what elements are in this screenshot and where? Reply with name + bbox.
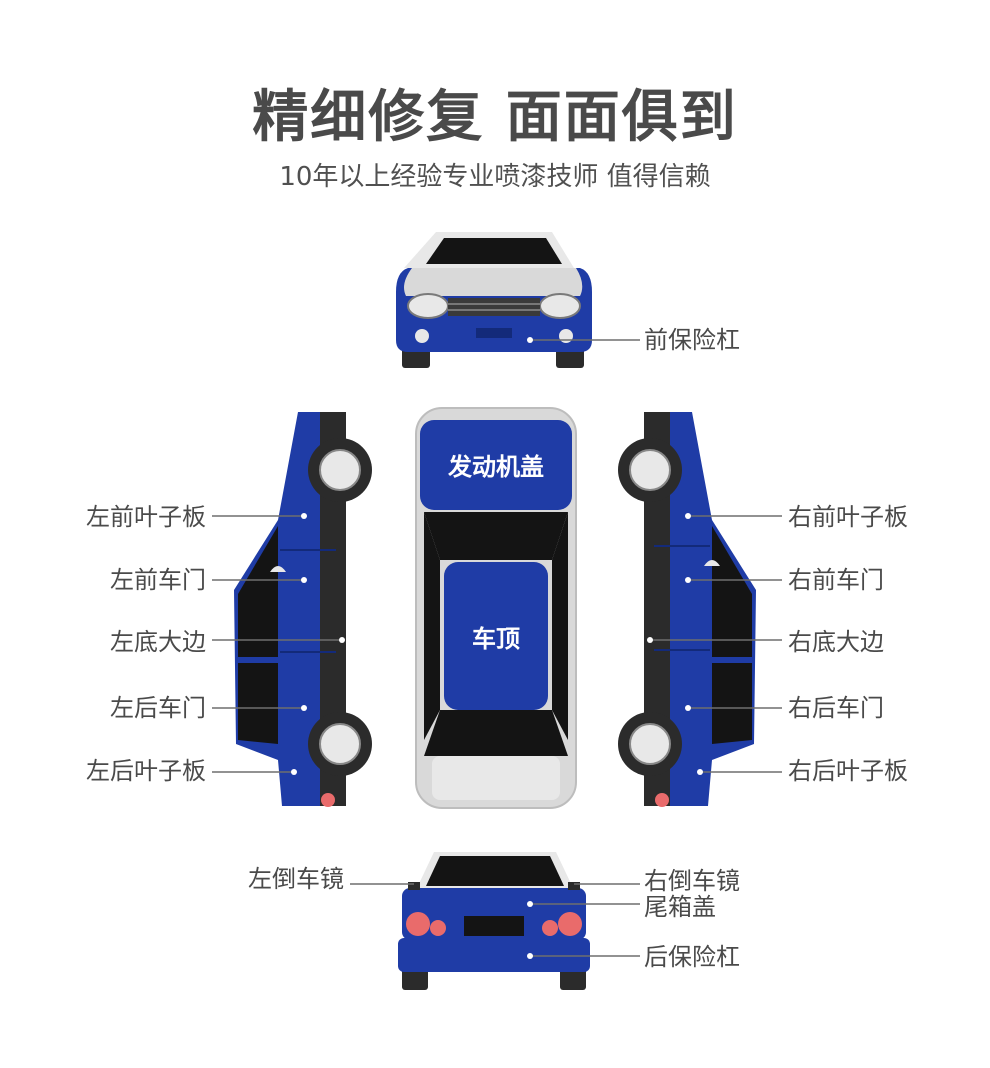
label-roof: 车顶 (472, 625, 520, 653)
label-rear-bumper: 后保险杠 (644, 943, 740, 971)
label-left-front-fender: 左前叶子板 (86, 503, 206, 531)
callout-dots (291, 337, 703, 959)
label-left-rocker: 左底大边 (110, 628, 206, 656)
car-right-view (618, 412, 756, 807)
label-right-front-fender: 右前叶子板 (788, 503, 908, 531)
car-left-view (234, 412, 372, 807)
label-trunk: 尾箱盖 (644, 893, 716, 921)
label-front-bumper: 前保险杠 (644, 326, 740, 354)
car-front-view (396, 232, 592, 368)
label-right-mirror: 右倒车镜 (644, 867, 740, 895)
page-subtitle: 10年以上经验专业喷漆技师 值得信赖 (279, 162, 711, 192)
car-top-view (415, 407, 577, 809)
label-hood: 发动机盖 (448, 453, 544, 481)
label-left-mirror: 左倒车镜 (248, 865, 344, 893)
label-left-front-door: 左前车门 (110, 566, 206, 594)
page-title: 精细修复 面面俱到 (252, 85, 738, 150)
label-left-rear-fender: 左后叶子板 (86, 757, 206, 785)
label-right-rocker: 右底大边 (788, 628, 884, 656)
label-left-rear-door: 左后车门 (110, 694, 206, 722)
label-right-rear-fender: 右后叶子板 (788, 757, 908, 785)
car-rear-view (398, 852, 590, 990)
callout-lines (212, 339, 782, 957)
label-right-rear-door: 右后车门 (788, 694, 884, 722)
label-right-front-door: 右前车门 (788, 566, 884, 594)
